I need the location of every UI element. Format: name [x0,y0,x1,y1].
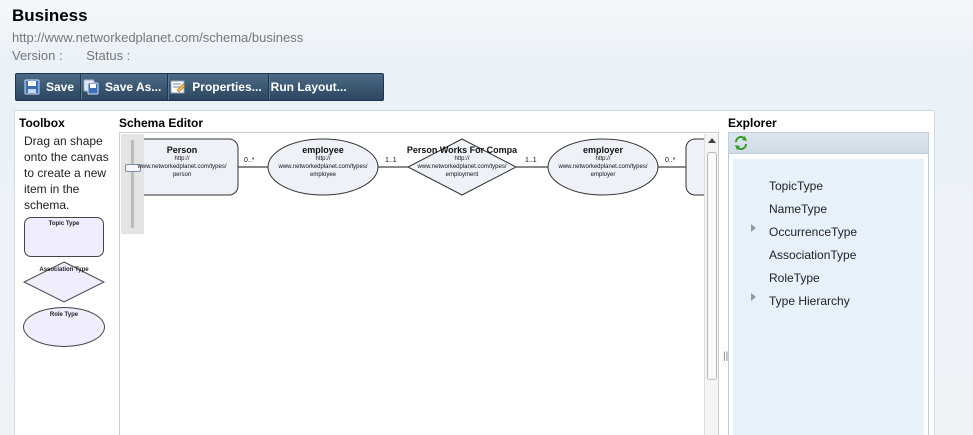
node-employee[interactable]: employee http:// www.networkedplanet.com… [268,145,378,179]
topic-type-label: Topic Type [48,221,80,227]
node-works-for-name: Person Works For Compa [406,145,518,155]
version-label: Version : [12,48,63,63]
tree-item-roletype[interactable]: RoleType [769,271,820,285]
cardinality-label: 0..* [244,157,255,164]
tree-item-associationtype[interactable]: AssociationType [769,248,857,262]
node-person-line1: http:// [174,156,190,162]
toolbar: Save Save As... Properties... Run Layout… [15,73,384,101]
schema-meta: Version : Status : [12,48,150,63]
workspace: Toolbox Drag an shape onto the canvas to… [14,110,935,435]
schema-canvas[interactable]: Person http:// www.networkedplanet.com/t… [119,132,719,435]
node-person-name: Person [166,145,198,155]
topic-type-shape[interactable]: Topic Type [24,217,104,257]
node-works-for-line3: employment [445,172,479,178]
toolbox-description: Drag an shape onto the canvas to create … [24,134,109,212]
schema-editor-title: Schema Editor [119,116,204,130]
tree-container: TopicType NameType OccurrenceType Associ… [733,159,924,435]
save-as-icon [83,79,99,95]
page-title: Business [12,6,88,25]
properties-label: Properties... [192,80,262,94]
save-label: Save [46,80,75,94]
node-works-for[interactable]: Person Works For Compa http:// www.netwo… [400,145,524,179]
zoom-slider-knob[interactable] [125,164,141,172]
association-type-label: Association Type [39,267,89,273]
explorer-title: Explorer [728,116,777,130]
node-employer-line2: www.networkedplanet.com/types/ [558,164,648,170]
node-works-for-line1: http:// [454,156,470,162]
properties-icon [170,79,186,95]
role-type-shape[interactable]: Role Type [23,307,105,347]
floppy-disk-icon [24,79,40,95]
cardinality-label: 1..1 [525,157,537,164]
association-type-shape[interactable]: Association Type [23,261,105,303]
node-employee-name: employee [302,145,344,155]
node-employee-line2: www.networkedplanet.com/types/ [278,164,368,170]
properties-button[interactable]: Properties... [168,74,269,100]
cardinality-label: 0..* [665,157,676,164]
panel-splitter[interactable]: || [723,351,729,362]
refresh-icon[interactable] [733,135,749,156]
node-employer-line1: http:// [595,156,611,162]
node-employer-line3: employer [590,172,616,178]
node-employer[interactable]: employer http:// www.networkedplanet.com… [548,145,658,179]
schema-url: http://www.networkedplanet.com/schema/bu… [12,30,304,45]
node-employee-line1: http:// [315,156,331,162]
expand-arrow-icon[interactable] [751,293,756,301]
expand-arrow-icon[interactable] [751,224,756,232]
run-layout-label: Run Layout... [270,80,347,94]
tree-item-nametype[interactable]: NameType [769,202,828,216]
node-person-line3: person [172,172,192,178]
vertical-scrollbar[interactable] [704,134,718,435]
tree-item-topictype[interactable]: TopicType [769,179,824,193]
node-works-for-line2: www.networkedplanet.com/types/ [417,164,507,170]
status-label: Status : [86,48,131,63]
schema-diagram [125,138,704,196]
save-as-label: Save As... [105,80,162,94]
explorer-tree: TopicType NameType OccurrenceType Associ… [728,154,929,435]
save-as-button[interactable]: Save As... [81,74,169,100]
node-employee-line3: employee [309,172,336,178]
role-type-label: Role Type [49,312,79,318]
zoom-slider[interactable] [121,134,144,234]
node-employer-name: employer [582,145,624,155]
toolbox-title: Toolbox [19,116,65,130]
cardinality-label: 1..1 [385,157,397,164]
explorer-toolbar [728,132,929,154]
save-button[interactable]: Save [22,74,82,100]
node-person-line2: www.networkedplanet.com/types/ [137,164,227,170]
node-person[interactable]: Person http:// www.networkedplanet.com/t… [126,145,238,179]
scroll-up-arrow-icon[interactable] [708,138,716,143]
tree-item-type-hierarchy[interactable]: Type Hierarchy [769,294,850,308]
run-layout-button[interactable]: Run Layout... [269,74,353,100]
tree-item-occurrencetype[interactable]: OccurrenceType [769,225,858,239]
scrollbar-thumb[interactable] [707,152,717,380]
